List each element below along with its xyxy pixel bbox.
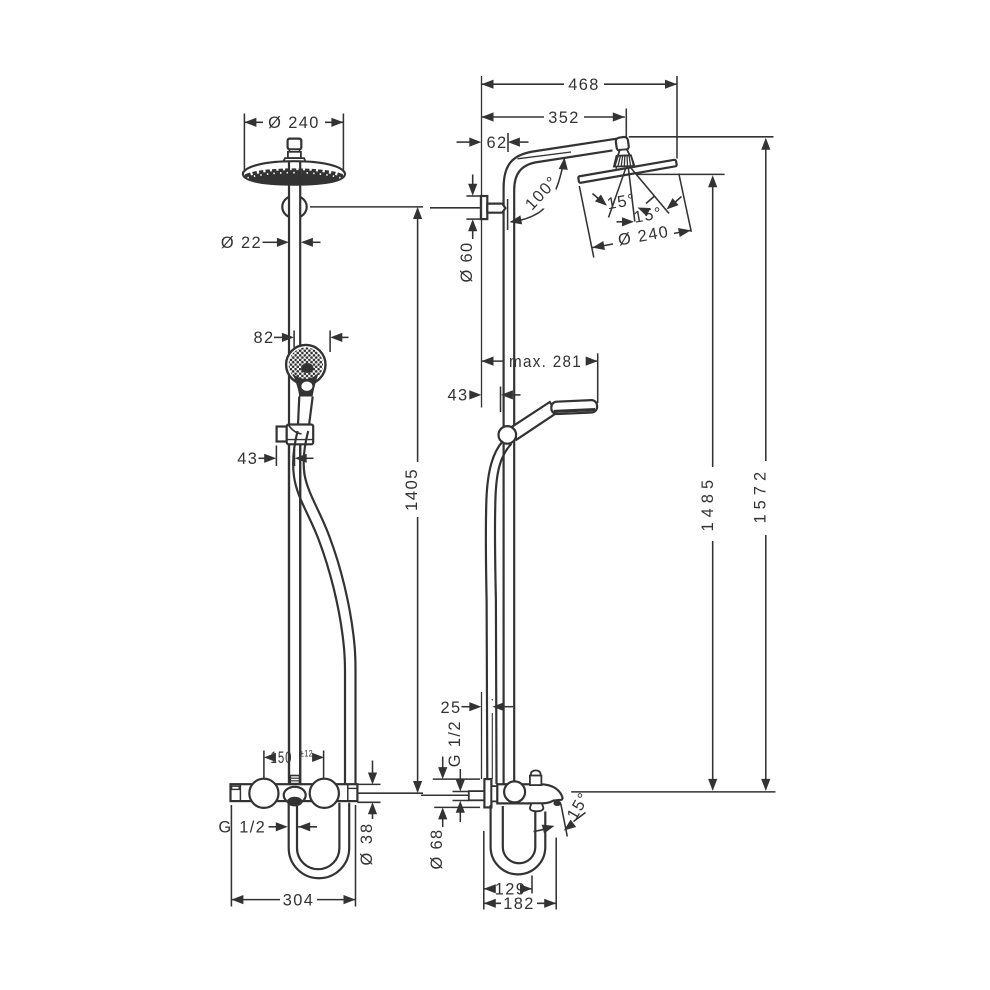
svg-text:1/2: 1/2 (239, 819, 266, 837)
svg-text:max. 281: max. 281 (509, 353, 582, 371)
svg-text:±12: ±12 (300, 749, 313, 760)
svg-text:Ø 68: Ø 68 (428, 829, 446, 870)
svg-text:Ø 22: Ø 22 (221, 234, 262, 252)
svg-text:Ø 60: Ø 60 (458, 242, 476, 283)
svg-text:82: 82 (253, 329, 274, 347)
svg-text:15°: 15° (606, 191, 638, 214)
svg-text:1405: 1405 (403, 468, 421, 511)
svg-text:15°: 15° (632, 204, 664, 227)
svg-text:Ø 38: Ø 38 (358, 823, 376, 866)
svg-text:304: 304 (283, 892, 315, 910)
svg-text:G 1/2: G 1/2 (446, 720, 464, 767)
svg-text:129: 129 (495, 881, 527, 899)
svg-text:62: 62 (486, 134, 507, 152)
svg-text:25: 25 (440, 699, 461, 717)
svg-text:150: 150 (271, 749, 293, 767)
svg-text:G: G (218, 819, 232, 837)
svg-text:Ø 240: Ø 240 (268, 114, 320, 132)
svg-text:182: 182 (503, 895, 535, 913)
svg-text:43: 43 (237, 450, 258, 468)
svg-text:468: 468 (568, 76, 600, 94)
svg-text:43: 43 (447, 387, 468, 405)
svg-text:352: 352 (548, 109, 580, 127)
